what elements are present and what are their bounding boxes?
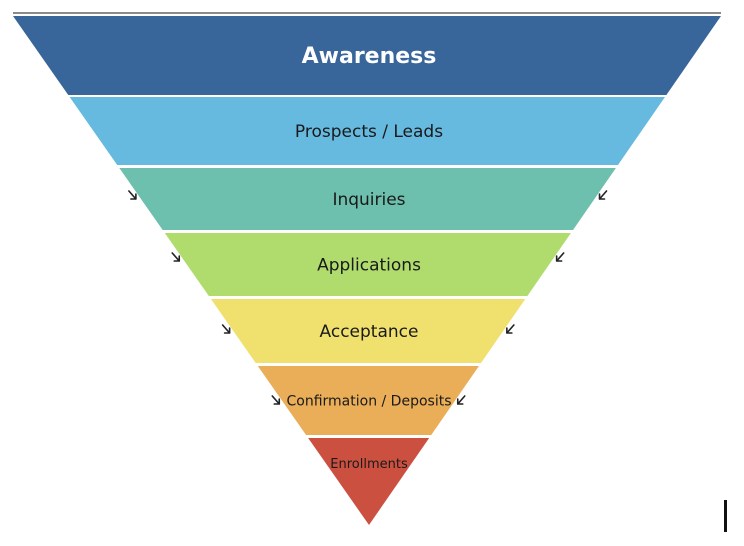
arrow-down-right-icon xyxy=(171,252,181,262)
arrow-down-right-icon xyxy=(128,190,137,200)
arrow-down-left-icon xyxy=(456,395,466,405)
funnel-label-enrollments: Enrollments xyxy=(330,457,408,472)
arrow-down-left-icon xyxy=(506,324,515,334)
arrow-down-left-icon xyxy=(555,252,565,262)
funnel-stage-prospects-leads xyxy=(69,97,665,165)
funnel-stage-acceptance xyxy=(210,299,526,363)
funnel-label-confirmation-deposits: Confirmation / Deposits xyxy=(286,393,451,409)
arrow-down-right-icon xyxy=(271,395,281,405)
funnel-label-applications: Applications xyxy=(317,255,421,275)
funnel-label-acceptance: Acceptance xyxy=(320,322,419,342)
funnel-stage-confirmation-deposits xyxy=(257,366,479,435)
text-cursor xyxy=(724,500,727,532)
funnel-stage-applications xyxy=(164,233,571,296)
funnel-label-awareness: Awareness xyxy=(302,44,437,69)
arrow-down-left-icon xyxy=(598,190,608,200)
top-divider-line xyxy=(13,12,721,14)
arrow-down-right-icon xyxy=(221,324,231,334)
funnel-stage-inquiries xyxy=(119,168,616,230)
funnel-stage-enrollments xyxy=(308,438,430,525)
funnel-label-inquiries: Inquiries xyxy=(332,190,405,210)
funnel-label-prospects-leads: Prospects / Leads xyxy=(295,122,443,142)
funnel-stage-awareness xyxy=(13,16,721,95)
